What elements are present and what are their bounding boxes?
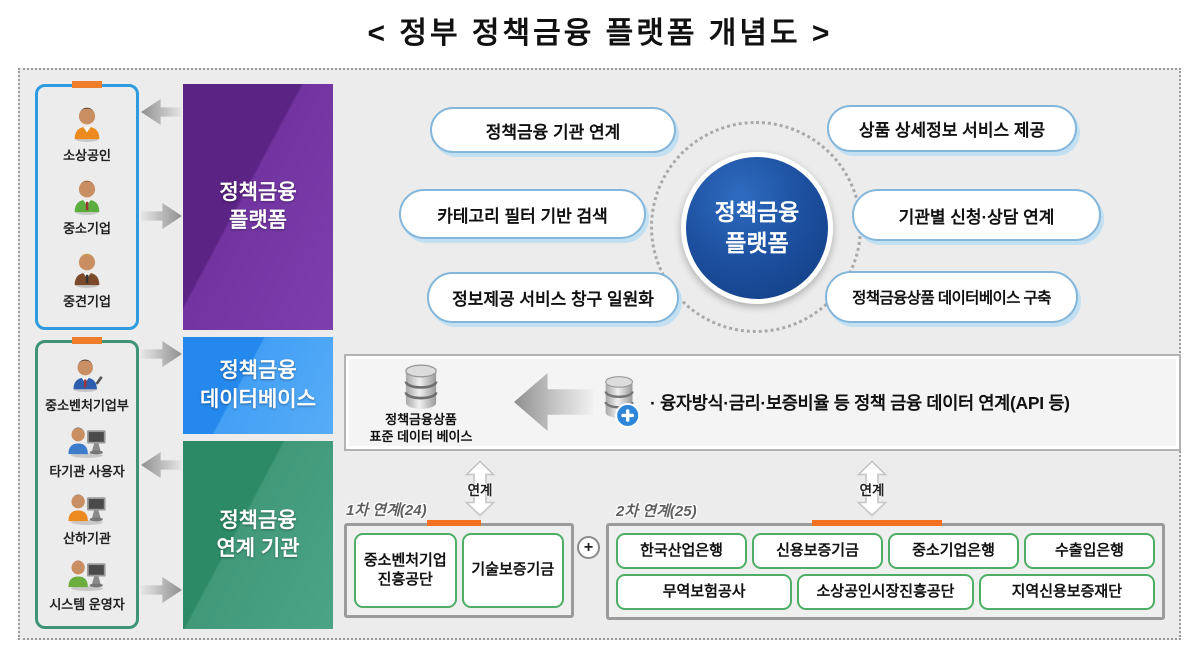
actor-small-business: 소상공인 <box>63 104 111 164</box>
double-arrow-vertical-icon <box>856 460 888 517</box>
link-label: 연계 <box>467 482 493 498</box>
source-database <box>598 374 644 437</box>
tier1-box: 중소벤처기업 진흥공단 기술보증기금 <box>344 523 574 618</box>
actor-ministry: 중소벤처기업부 <box>45 356 129 414</box>
org-kibo: 기술보증기금 <box>461 533 564 608</box>
standard-database: 정책금융상품 표준 데이터 베이스 <box>360 363 482 446</box>
person-orange-icon <box>74 107 100 142</box>
org-koreg: 지역신용보증재단 <box>978 574 1155 610</box>
standard-db-label: 정책금융상품 표준 데이터 베이스 <box>360 412 482 446</box>
actor-midsize: 중견기업 <box>63 250 111 310</box>
block-policy-finance-platform: 정책금융 플랫폼 <box>183 84 333 330</box>
db-description: · 융자방식·금리·보증비율 등 정책 금융 데이터 연계(API 등) <box>650 393 1070 413</box>
person-monitor-blue-icon <box>68 427 106 459</box>
feature-pill-category-filter: 카테고리 필터 기반 검색 <box>399 189 646 239</box>
database-add-icon <box>604 376 641 428</box>
person-monitor-green-icon <box>68 560 106 592</box>
accent-bar <box>427 520 481 526</box>
actor-affiliate: 산하기관 <box>63 489 111 547</box>
actor-other-agency-user: 타기관 사용자 <box>49 422 125 480</box>
actor-group-operators: 중소벤처기업부 타기관 사용자 <box>35 337 139 629</box>
org-kosme: 중소벤처기업 진흥공단 <box>354 533 457 608</box>
actor-label: 중견기업 <box>63 294 111 309</box>
org-kdb: 한국산업은행 <box>616 533 747 569</box>
arrow-left-icon <box>514 373 594 431</box>
block-label-line: 정책금융 <box>219 180 297 204</box>
block-label-line: 정책금융 <box>219 359 297 383</box>
feature-pill-product-info: 상품 상세정보 서비스 제공 <box>827 105 1077 152</box>
actor-system-operator: 시스템 운영자 <box>49 555 125 613</box>
link-arrow-vertical-left: 연계 <box>464 460 496 517</box>
block-label-line: 데이터베이스 <box>200 387 316 411</box>
tier1-title: 1차 연계(24) <box>346 502 427 519</box>
tier2-box: 한국산업은행 신용보증기금 중소기업은행 수출입은행 무역보험공사 소상공인시장… <box>606 523 1165 620</box>
person-brown-suit-icon <box>74 253 100 288</box>
actor-label: 소상공인 <box>63 148 111 163</box>
person-green-icon <box>74 180 100 215</box>
plus-icon: + <box>577 536 600 559</box>
org-kodit: 신용보증기금 <box>752 533 883 569</box>
accent-bar <box>812 520 942 526</box>
block-label-line: 연계 기관 <box>216 537 300 560</box>
feature-pill-single-window: 정보제공 서비스 창구 일원화 <box>427 272 679 323</box>
tier2-row2: 무역보험공사 소상공인시장진흥공단 지역신용보증재단 <box>616 574 1155 610</box>
person-writing-icon <box>73 359 103 392</box>
actor-label: 산하기관 <box>63 530 111 546</box>
actor-sme: 중소기업 <box>63 177 111 237</box>
link-label: 연계 <box>859 482 885 498</box>
hub-label-line: 플랫폼 <box>725 230 789 256</box>
hub-policy-finance-platform: 정책금융 플랫폼 <box>681 152 833 304</box>
org-ksure: 무역보험공사 <box>616 574 793 610</box>
hub-label-line: 정책금융 <box>714 198 800 225</box>
db-section: 정책금융상품 표준 데이터 베이스 · 융자방식·금리·보증비율 등 정책 금융… <box>344 354 1181 451</box>
block-label-line: 정책금융 <box>219 508 297 532</box>
org-exim: 수출입은행 <box>1024 533 1155 569</box>
block-policy-finance-partners: 정책금융 연계 기관 <box>183 441 333 629</box>
database-icon <box>404 364 438 409</box>
block-policy-finance-database: 정책금융 데이터베이스 <box>183 337 333 434</box>
feature-pill-db-build: 정책금융상품 데이터베이스 구축 <box>825 271 1078 323</box>
actor-label: 시스템 운영자 <box>49 597 125 613</box>
orange-tab <box>72 337 102 344</box>
page-title: < 정부 정책금융 플랫폼 개념도 > <box>367 17 833 50</box>
tier2-title: 2차 연계(25) <box>616 503 697 520</box>
feature-pill-apply-consult: 기관별 신청·상담 연계 <box>852 189 1101 241</box>
db-label-line: 표준 데이터 베이스 <box>369 428 473 444</box>
actor-group-users: 소상공인 중소기업 중견기업 <box>35 81 139 330</box>
block-label-line: 플랫폼 <box>229 209 287 232</box>
feature-pill-institution-link: 정책금융 기관 연계 <box>430 107 676 153</box>
person-monitor-orange-icon <box>68 494 106 525</box>
db-label-line: 정책금융상품 <box>385 412 457 427</box>
actor-label: 타기관 사용자 <box>49 464 125 480</box>
orange-tab <box>72 81 102 88</box>
link-arrow-vertical-right: 연계 <box>856 460 888 517</box>
org-semas: 소상공인시장진흥공단 <box>797 574 974 610</box>
double-arrow-vertical-icon <box>464 460 496 517</box>
tier2-row1: 한국산업은행 신용보증기금 중소기업은행 수출입은행 <box>616 533 1155 569</box>
actor-label: 중소기업 <box>63 221 111 236</box>
actor-label: 중소벤처기업부 <box>45 397 129 413</box>
org-ibk: 중소기업은행 <box>888 533 1019 569</box>
